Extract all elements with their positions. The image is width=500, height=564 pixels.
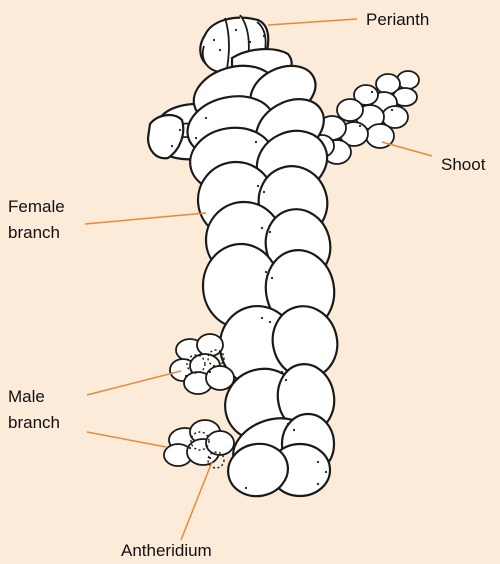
male-branch-lower bbox=[164, 420, 234, 468]
male-branch-label-line1: Male bbox=[8, 384, 60, 410]
male-branch-label-line2: branch bbox=[8, 410, 60, 436]
male-branch-pointer-2 bbox=[87, 432, 166, 447]
male-branch-pointer-1 bbox=[87, 371, 181, 395]
antheridium-pointer bbox=[181, 462, 212, 540]
female-branch-label: Female branch bbox=[8, 194, 65, 246]
female-branch-label-line1: Female bbox=[8, 194, 65, 220]
antheridium-label: Antheridium bbox=[121, 538, 212, 564]
perianth-label: Perianth bbox=[366, 7, 429, 33]
female-branch-label-line2: branch bbox=[8, 220, 65, 246]
male-branch-label: Male branch bbox=[8, 384, 60, 436]
female-branch-pointer bbox=[85, 213, 206, 224]
shoot-label: Shoot bbox=[441, 152, 485, 178]
shoot-pointer bbox=[382, 142, 432, 156]
perianth-pointer bbox=[268, 19, 357, 25]
